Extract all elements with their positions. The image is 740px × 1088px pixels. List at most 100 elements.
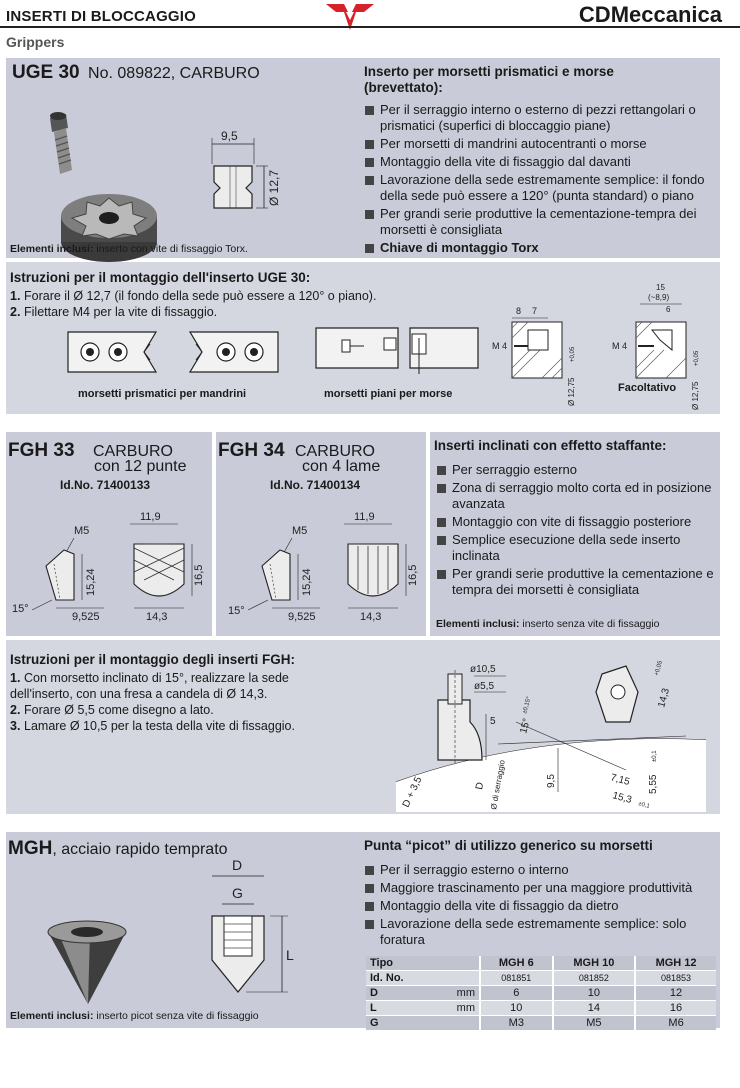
svg-text:Ø 12,75: Ø 12,75 <box>567 377 576 406</box>
uge-instr-step: 2.Filettare M4 per la vite di fissaggio. <box>10 305 218 319</box>
fgh-instr-step: 1.Con morsetto inclinato di 15°, realizz… <box>10 671 289 701</box>
fgh33-name: FGH 33 <box>8 440 75 461</box>
fgh33-dimension-drawing: M5 15,24 15° 9,525 11,9 16,5 14,3 <box>12 511 205 623</box>
fgh33-material: CARBURO <box>92 443 173 460</box>
svg-text:5: 5 <box>490 716 496 727</box>
svg-text:7: 7 <box>532 306 537 316</box>
uge-included-text: inserto con vite di fissaggio Torx. <box>96 243 248 255</box>
uge-instructions-panel: Istruzioni per il montaggio dell'inserto… <box>6 262 720 414</box>
fgh-included: Elementi inclusi: inserto senza vite di … <box>436 618 660 630</box>
uge-dim-dia: Ø 12,7 <box>267 170 281 206</box>
svg-text:+0,05: +0,05 <box>570 346 576 362</box>
fgh-bullet-1: Per serraggio esterno <box>436 462 716 478</box>
mgh-panel: MGH, acciaio rapido temprato D G L Eleme… <box>6 832 720 1031</box>
uge-dimension-drawing: 9,5 Ø 12,7 <box>211 129 281 209</box>
svg-text:9,5: 9,5 <box>546 774 557 788</box>
svg-text:15: 15 <box>656 283 665 292</box>
svg-text:±0,1: ±0,1 <box>652 750 658 762</box>
brand-name: CDMeccanica <box>578 2 722 27</box>
svg-text:9,525: 9,525 <box>288 611 316 623</box>
uge-bullet-3: Montaggio della vite di fissaggio dal da… <box>364 154 714 170</box>
svg-text:M5: M5 <box>292 525 307 537</box>
fgh33-title: FGH 33 CARBURO <box>8 440 208 462</box>
uge-bullet-5: Per grandi serie produttive la cementazi… <box>364 206 714 238</box>
page-title: INSERTI DI BLOCCAGGIO <box>6 8 197 25</box>
svg-text:15,24: 15,24 <box>301 568 313 596</box>
fgh34-id: Id.No. 71400134 <box>270 478 361 492</box>
fgh34-name: FGH 34 <box>218 440 285 461</box>
label-flat-jaws: morsetti piani per morse <box>324 388 453 400</box>
uge-panel: UGE 30 No. 089822, CARBURO 9,5 <box>6 58 720 262</box>
svg-text:M 4: M 4 <box>492 341 507 351</box>
mgh-included-label: Elementi inclusi: <box>10 1010 94 1022</box>
uge-bullet-4: Lavorazione della sede estremamente semp… <box>364 172 714 204</box>
svg-text:M 4: M 4 <box>612 341 627 351</box>
svg-text:14,3: 14,3 <box>360 611 381 623</box>
fgh34-dimension-drawing: M5 15,24 15° 9,525 11,9 16,5 14,3 <box>228 511 419 623</box>
svg-text:(~8,9): (~8,9) <box>648 293 669 302</box>
fgh-instr-title: Istruzioni per il montaggio degli insert… <box>10 652 296 667</box>
svg-text:±0,15°: ±0,15° <box>522 696 532 715</box>
mgh-bullet-4: Lavorazione della sede estremamente semp… <box>364 916 718 948</box>
table-row: G M3 M5 M6 <box>366 1015 716 1031</box>
fgh-bullet-3: Montaggio con vite di fissaggio posterio… <box>436 514 716 530</box>
uge-bullet-list: Per il serraggio interno o esterno di pe… <box>364 102 714 256</box>
uge-dim-width: 9,5 <box>221 129 238 143</box>
table-row: D mm 6 10 12 <box>366 985 716 1001</box>
fgh33-desc: con 12 punte <box>94 458 187 475</box>
svg-text:14,3: 14,3 <box>656 687 672 709</box>
table-row: Id. No. 081851 081852 081853 <box>366 970 716 986</box>
fgh34-title: FGH 34 CARBURO <box>218 440 418 462</box>
svg-text:16,5: 16,5 <box>193 565 205 586</box>
uge-section-drawing-2: 15 (~8,9) 6 M 4 Ø 12,75 +0,05 <box>612 283 700 410</box>
uge-bullet-2: Per morsetti di mandrini autocentranti o… <box>364 136 714 152</box>
page-header: INSERTI DI BLOCCAGGIO CDMeccanica Grippe… <box>0 0 740 56</box>
svg-text:9,525: 9,525 <box>72 611 100 623</box>
fgh-bullet-2: Zona di serraggio molto corta ed in posi… <box>436 480 716 512</box>
svg-text:5,55: 5,55 <box>648 774 659 794</box>
picot-dimension-drawing: D G L <box>211 857 294 993</box>
uge-heading: Inserto per morsetti prismatici e morse … <box>364 64 614 95</box>
svg-text:+0,05: +0,05 <box>694 350 700 366</box>
svg-text:15,3: 15,3 <box>611 790 633 806</box>
svg-text:11,9: 11,9 <box>140 511 161 523</box>
mgh-title: MGH, acciaio rapido temprato <box>8 838 228 860</box>
mgh-bullet-1: Per il serraggio esterno o interno <box>364 862 718 878</box>
svg-text:15°: 15° <box>12 603 29 615</box>
fgh33-panel: FGH 33 CARBURO con 12 punte Id.No. 71400… <box>6 432 212 636</box>
fgh-instructions-panel: Istruzioni per il montaggio degli insert… <box>6 640 720 814</box>
uge-section-drawing-1: 8 7 M 4 Ø 12,75 +0,05 <box>492 306 576 406</box>
svg-text:7,15: 7,15 <box>609 772 631 788</box>
uge-code: No. 089822, CARBURO <box>88 65 260 82</box>
svg-text:ø5,5: ø5,5 <box>474 681 494 692</box>
fgh34-desc: con 4 lame <box>302 458 381 475</box>
fgh34-panel: FGH 34 CARBURO con 4 lame Id.No. 7140013… <box>216 432 426 636</box>
svg-text:11,9: 11,9 <box>354 511 375 523</box>
fgh-instr-step: 3.Lamare Ø 10,5 per la testa della vite … <box>10 719 295 733</box>
svg-text:16,5: 16,5 <box>407 565 419 586</box>
table-row: Tipo MGH 6 MGH 10 MGH 12 <box>366 956 716 971</box>
svg-text:D: D <box>232 857 242 873</box>
svg-text:14,3: 14,3 <box>146 611 167 623</box>
fgh-bullet-5: Per grandi serie produttive la cementazi… <box>436 566 716 598</box>
mgh-bullet-3: Montaggio della vite di fissaggio da die… <box>364 898 718 914</box>
svg-text:ø10,5: ø10,5 <box>470 664 496 675</box>
company-logo <box>326 4 374 30</box>
fgh-included-text: inserto senza vite di fissaggio <box>522 618 660 630</box>
fgh-info-panel: Inserti inclinati con effetto staffante:… <box>430 432 720 636</box>
fgh-info-bullet-list: Per serraggio esterno Zona di serraggio … <box>436 462 716 600</box>
uge-bullet-6: Chiave di montaggio Torx <box>364 240 714 256</box>
svg-text:15,24: 15,24 <box>85 568 97 596</box>
fgh-included-label: Elementi inclusi: <box>436 618 520 630</box>
svg-text:+0,05: +0,05 <box>654 660 664 677</box>
mgh-included-text: inserto picot senza vite di fissaggio <box>96 1010 259 1022</box>
svg-text:M5: M5 <box>74 525 89 537</box>
mgh-heading: Punta “picot” di utilizzo generico su mo… <box>364 838 653 853</box>
mgh-name: MGH <box>8 838 53 859</box>
svg-text:L: L <box>286 947 294 963</box>
picot-insert-image <box>47 920 127 1004</box>
uge-insert-image <box>50 112 157 262</box>
fgh-bullet-4: Semplice esecuzione della sede inserto i… <box>436 532 716 564</box>
mgh-bullet-list: Per il serraggio esterno o interno Maggi… <box>364 862 718 950</box>
svg-text:D: D <box>474 781 486 790</box>
